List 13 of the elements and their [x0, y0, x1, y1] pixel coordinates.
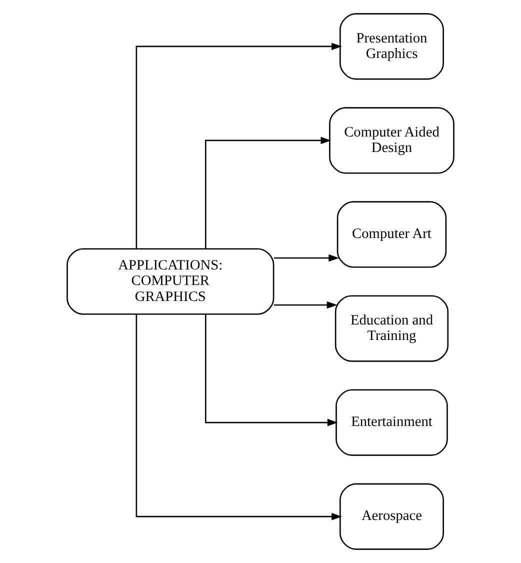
- node-box: Aerospace: [340, 483, 444, 550]
- node-box: Education and Training: [334, 295, 449, 362]
- arrow: [205, 136, 332, 249]
- node-box: Computer Art: [336, 201, 447, 268]
- node-box: Entertainment: [336, 389, 448, 456]
- node-box: Computer Aided Design: [329, 107, 454, 174]
- arrow: [136, 42, 342, 249]
- arrow: [274, 301, 338, 309]
- arrow: [205, 314, 338, 426]
- arrow: [136, 314, 342, 520]
- node-box: APPLICATIONS: COMPUTER GRAPHICS: [66, 248, 274, 315]
- arrow: [274, 254, 340, 262]
- node-box: Presentation Graphics: [340, 13, 444, 80]
